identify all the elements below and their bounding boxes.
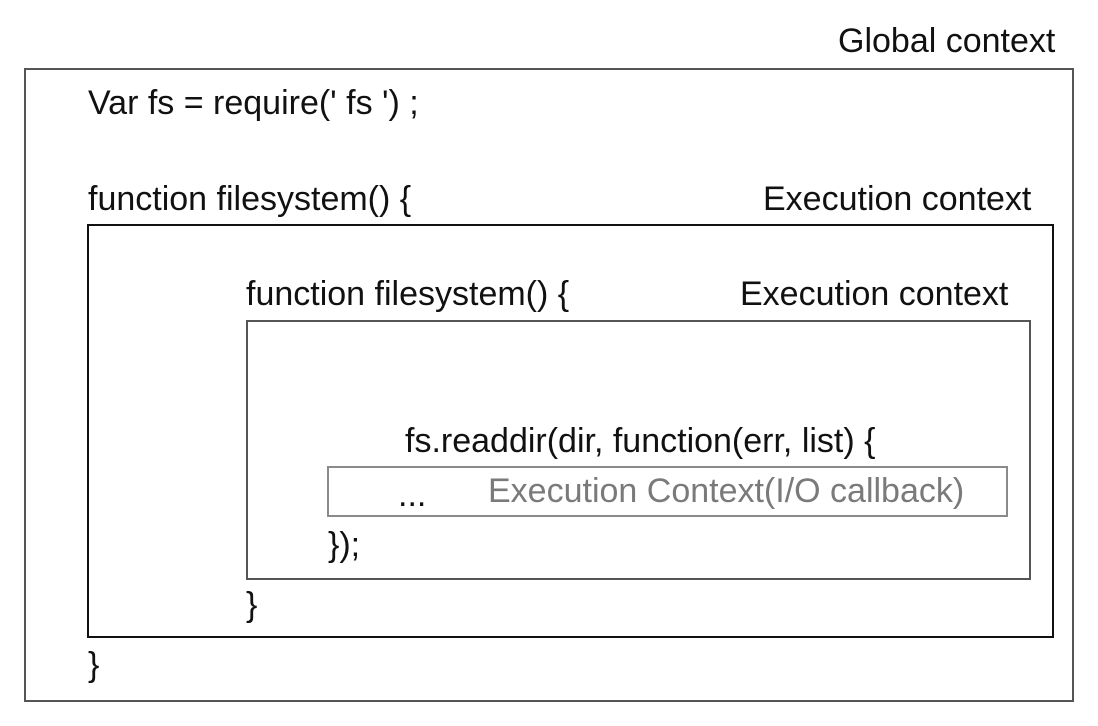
code-ellipsis: ... [398,476,427,514]
code-inner-function-open: function filesystem() { [246,275,570,313]
global-context-label: Global context [838,22,1056,60]
code-outer-function-open: function filesystem() { [88,180,412,218]
code-outer-function-close: } [88,646,100,684]
outer-execution-context-box [87,224,1054,638]
inner-execution-context-label: Execution context [740,275,1009,313]
code-line-require: Var fs = require(' fs ') ; [88,84,419,122]
outer-execution-context-label: Execution context [763,180,1032,218]
io-callback-context-box [327,466,1008,517]
code-readdir-open: fs.readdir(dir, function(err, list) { [405,422,876,460]
global-context-box [24,68,1074,702]
code-inner-function-close: } [246,586,258,624]
code-readdir-close: }); [328,526,361,564]
inner-execution-context-box [246,320,1031,580]
io-callback-context-label: Execution Context(I/O callback) [488,472,965,510]
